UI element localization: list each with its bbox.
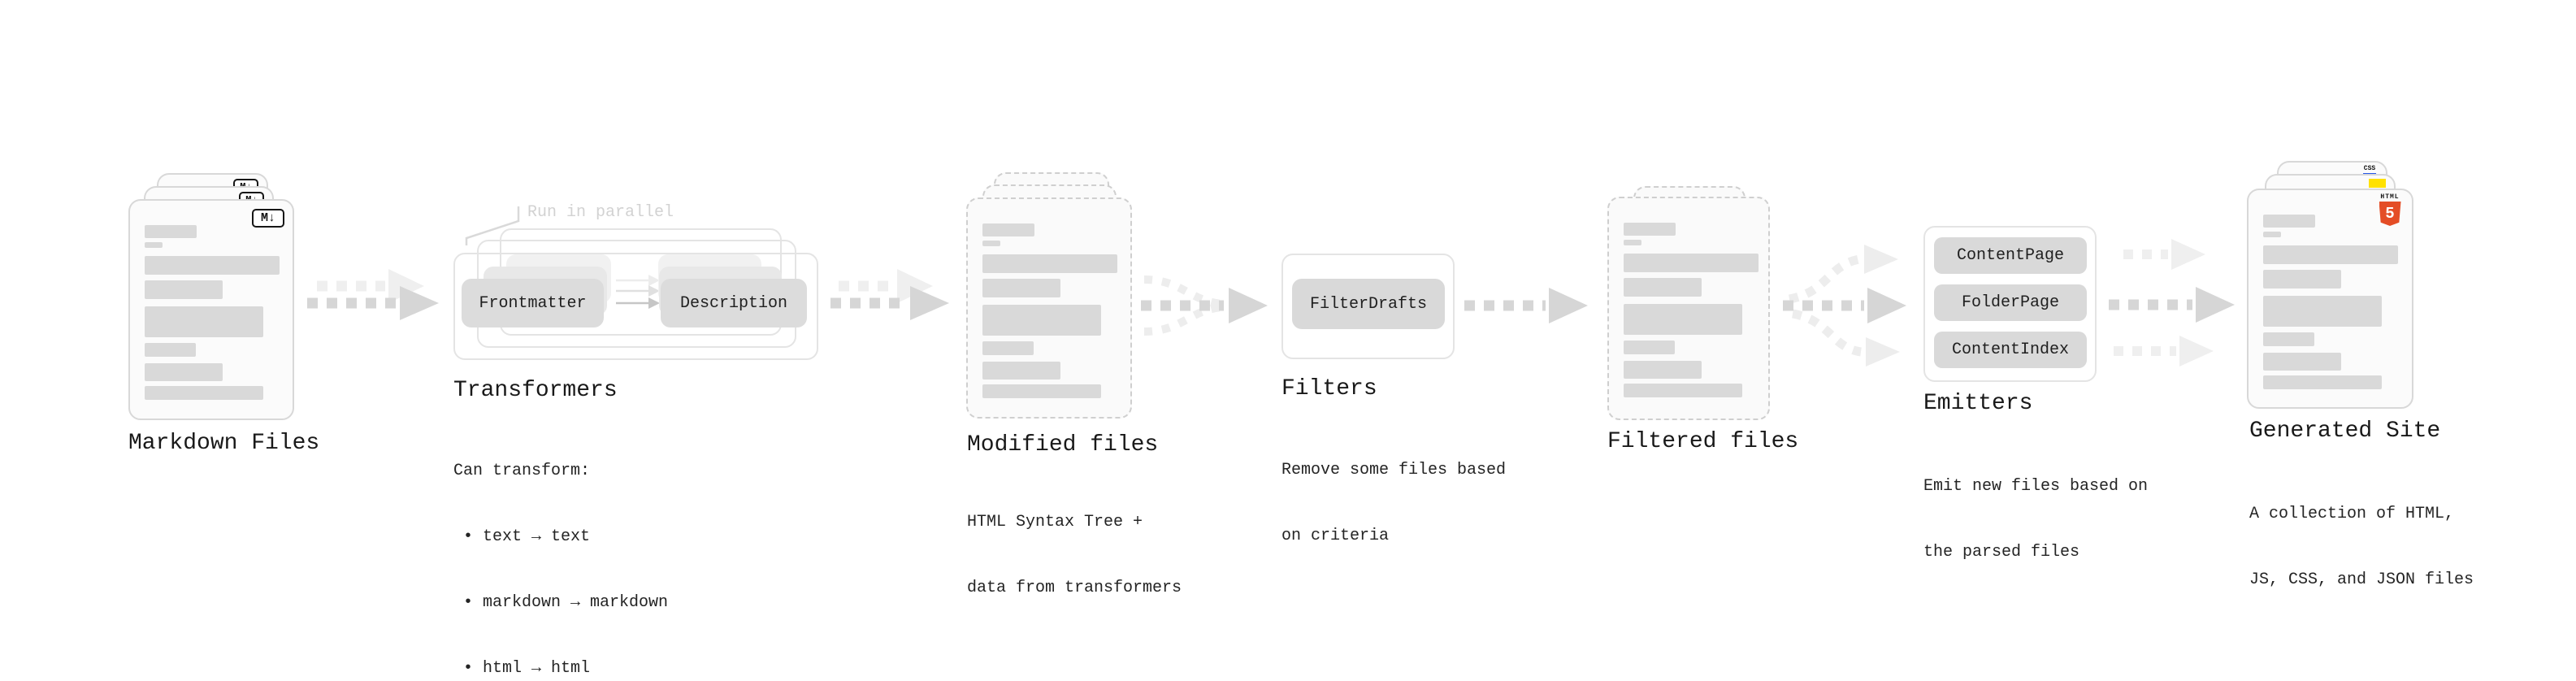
skeleton-bar xyxy=(145,386,263,400)
skeleton-bar xyxy=(982,362,1060,380)
stage-label-filters: Filters xyxy=(1281,376,1377,401)
skeleton-bar xyxy=(982,305,1101,336)
skeleton-bar xyxy=(145,225,197,238)
description-line: • html → html xyxy=(463,659,591,678)
contentindex-button: ContentIndex xyxy=(1934,332,2087,368)
skeleton-bar xyxy=(2263,296,2382,327)
run-in-parallel-annotation: Run in parallel xyxy=(527,203,674,222)
stage-label-markdown-files: Markdown Files xyxy=(128,431,320,456)
description-line: • text → text xyxy=(463,527,591,546)
filters-description: Remove some files based on criteria xyxy=(1281,415,1506,591)
stage-label-filtered-files: Filtered files xyxy=(1607,429,1799,454)
skeleton-bar xyxy=(2263,245,2398,264)
description-line: JS, CSS, and JSON files xyxy=(2249,570,2474,589)
skeleton-bar xyxy=(1624,361,1702,379)
contentpage-button: ContentPage xyxy=(1934,237,2087,274)
description-line: Emit new files based on xyxy=(1923,477,2149,496)
description-line: Can transform: xyxy=(453,462,591,480)
skeleton-bar xyxy=(145,242,163,248)
skeleton-bar xyxy=(145,343,196,357)
skeleton-bar xyxy=(982,279,1060,297)
skeleton-bar xyxy=(1624,240,1641,245)
skeleton-bar xyxy=(2263,232,2281,237)
html5-icon-number: 5 xyxy=(2385,205,2395,223)
stage-label-emitters: Emitters xyxy=(1923,391,2033,416)
file-content-skeleton xyxy=(968,199,1130,417)
html5-icon-label: HTML xyxy=(2380,193,2400,201)
skeleton-bar xyxy=(145,256,280,275)
description-button: Description xyxy=(661,279,807,327)
transformers-description: Can transform: • text → text • markdown … xyxy=(453,416,668,681)
skeleton-bar xyxy=(982,254,1117,273)
skeleton-bar xyxy=(982,223,1034,236)
skeleton-bar xyxy=(2263,375,2382,389)
description-line: on criteria xyxy=(1281,527,1390,545)
arrow-modified-to-filters xyxy=(1141,275,1268,336)
stage-label-transformers: Transformers xyxy=(453,378,618,403)
skeleton-bar xyxy=(145,306,263,337)
skeleton-bar xyxy=(145,363,223,381)
stage-label-modified-files: Modified files xyxy=(967,432,1159,458)
markdown-icon: M↓ xyxy=(252,209,284,228)
generated-file-card-front: HTML 5 xyxy=(2247,189,2413,409)
skeleton-bar xyxy=(1624,223,1676,236)
javascript-icon xyxy=(2369,179,2386,188)
skeleton-bar xyxy=(982,241,1000,246)
filtered-file-card-front xyxy=(1607,197,1770,420)
file-content-skeleton xyxy=(130,201,293,419)
file-content-skeleton xyxy=(1609,198,1768,419)
arrow-emitters-to-generated xyxy=(2109,239,2235,367)
description-line: the parsed files xyxy=(1923,543,2080,562)
skeleton-bar xyxy=(1624,340,1675,354)
description-line: A collection of HTML, xyxy=(2249,505,2455,523)
css-icon-label: CSS xyxy=(2363,165,2376,172)
folderpage-button: FolderPage xyxy=(1934,284,2087,321)
emitters-description: Emit new files based on the parsed files xyxy=(1923,432,2148,607)
description-line: • markdown → markdown xyxy=(463,593,669,612)
description-line: Remove some files based xyxy=(1281,461,1507,479)
arrow-filters-to-filtered xyxy=(1464,288,1588,323)
html5-icon-shield: 5 xyxy=(2379,202,2401,226)
generated-site-description: A collection of HTML, JS, CSS, and JSON … xyxy=(2249,459,2474,635)
transformer-layer-front xyxy=(453,253,818,360)
skeleton-bar xyxy=(982,384,1101,398)
skeleton-bar xyxy=(2263,270,2341,288)
filterdrafts-button: FilterDrafts xyxy=(1292,279,1445,329)
skeleton-bar xyxy=(2263,353,2341,371)
skeleton-bar xyxy=(145,280,223,299)
modified-file-card-front xyxy=(966,197,1132,419)
file-content-skeleton xyxy=(2249,190,2412,407)
skeleton-bar xyxy=(982,341,1034,355)
markdown-file-card-front: M↓ xyxy=(128,199,294,420)
skeleton-bar xyxy=(1624,304,1742,335)
skeleton-bar xyxy=(2263,215,2315,228)
arrow-transformers-to-modified xyxy=(830,269,949,320)
stage-label-generated-site: Generated Site xyxy=(2249,419,2441,444)
skeleton-bar xyxy=(1624,254,1759,272)
frontmatter-button: Frontmatter xyxy=(462,279,604,327)
skeleton-bar xyxy=(1624,278,1702,297)
skeleton-bar xyxy=(1624,384,1742,397)
arrow-markdown-to-transformers xyxy=(307,269,439,320)
modified-files-description: HTML Syntax Tree + data from transformer… xyxy=(967,467,1182,643)
arrow-filtered-to-emitters xyxy=(1783,245,1906,367)
description-line: HTML Syntax Tree + xyxy=(967,513,1143,531)
description-line: data from transformers xyxy=(967,579,1182,597)
html5-icon: HTML 5 xyxy=(2376,193,2404,226)
skeleton-bar xyxy=(2263,332,2314,346)
